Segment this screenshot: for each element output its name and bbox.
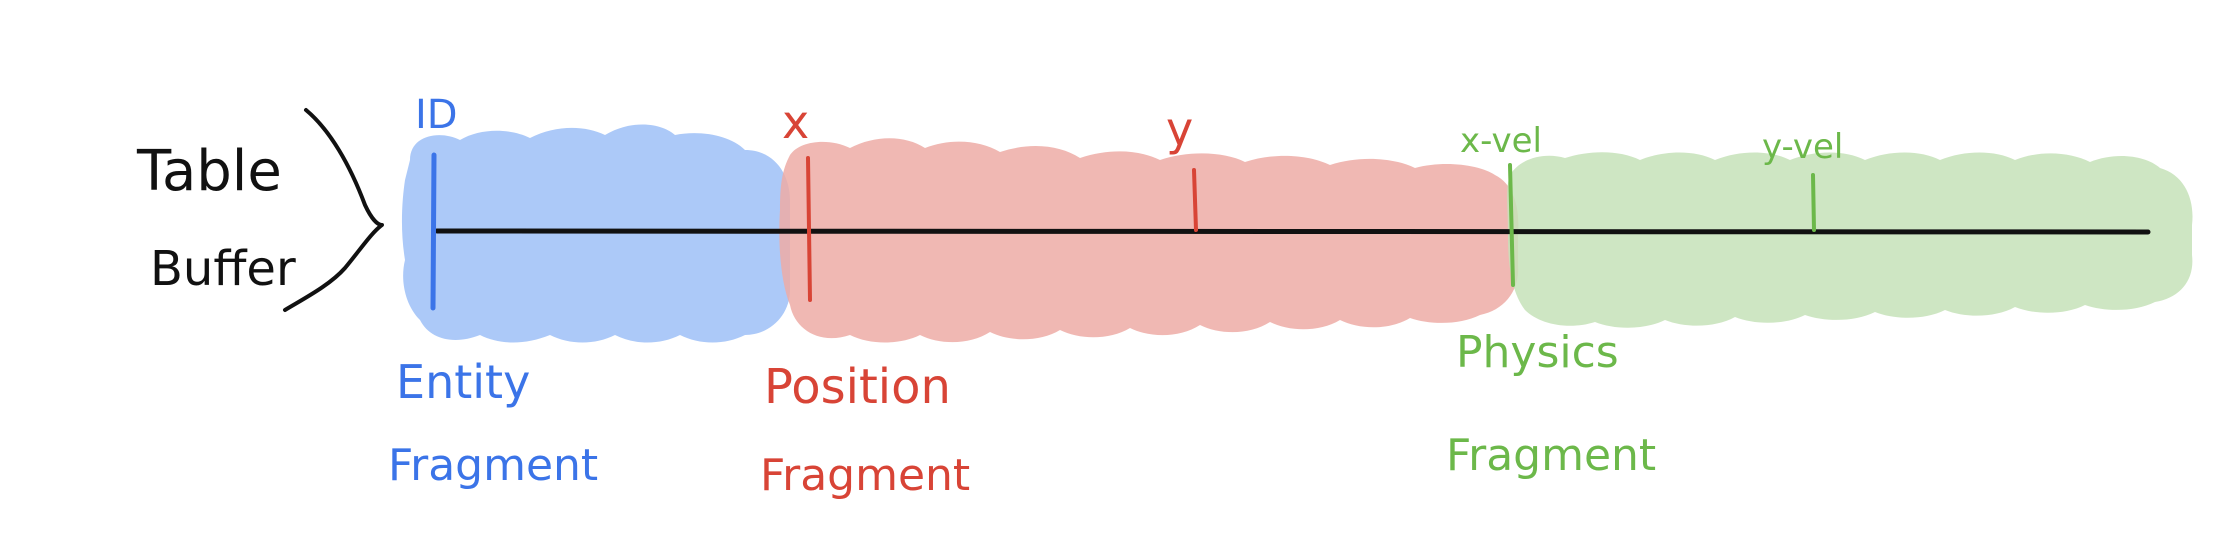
title-line-1: Table: [136, 139, 282, 204]
field-label-x: x: [782, 95, 809, 149]
position-fragment-block: [779, 138, 1519, 343]
buffer-line: [434, 228, 2151, 235]
physics-fragment-block: [1507, 152, 2193, 328]
field-label-x-vel: x-vel: [1460, 121, 1542, 161]
field-tick-id: [430, 152, 437, 311]
field-tick-x-vel: [1508, 163, 1515, 287]
fragment-name-position-line-1: Position: [764, 359, 951, 415]
field-label-y: y: [1166, 102, 1193, 156]
fragment-name-entity-line-2: Fragment: [388, 440, 598, 491]
fragment-name-physics-line-2: Fragment: [1446, 430, 1656, 481]
bracket-arrow: [283, 108, 384, 312]
field-tick-y-vel: [1811, 173, 1816, 232]
title-line-2: Buffer: [150, 241, 296, 297]
fragment-name-entity-line-1: Entity: [396, 355, 530, 409]
fragment-name-position-line-2: Fragment: [760, 450, 970, 501]
field-label-id: ID: [415, 92, 458, 138]
field-tick-y: [1192, 168, 1198, 232]
field-label-y-vel: y-vel: [1762, 127, 1843, 167]
fragment-name-physics-line-1: Physics: [1456, 327, 1619, 378]
field-tick-x: [806, 156, 812, 302]
